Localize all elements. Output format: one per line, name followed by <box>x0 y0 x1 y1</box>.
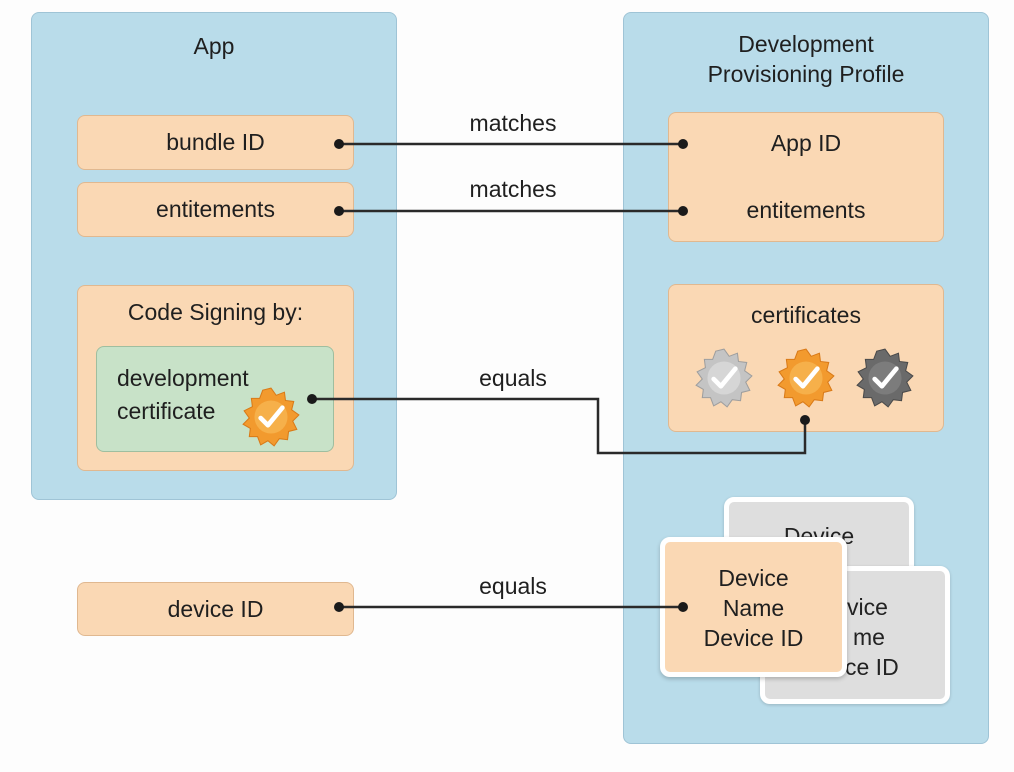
device-card-middle-line2: me <box>853 624 885 650</box>
development-certificate-line1: development <box>117 365 249 391</box>
bundle-id-label: bundle ID <box>166 129 265 156</box>
code-signing-title: Code Signing by: <box>127 299 304 325</box>
check-mark <box>711 366 738 389</box>
profile-title-line1: Development <box>738 31 874 57</box>
app-entitlements-box: entitements <box>77 182 354 237</box>
device-card-front-line2: Name <box>722 595 785 621</box>
matches-label-entitlements: matches <box>469 176 557 202</box>
device-card-middle-line3: ce ID <box>845 654 899 680</box>
bundle-id-box: bundle ID <box>77 115 354 170</box>
matches-label-bundle: matches <box>469 110 557 136</box>
app-panel-title: App <box>193 33 235 59</box>
app-entitlements-label: entitements <box>156 196 275 223</box>
app-id-box <box>668 112 944 242</box>
equals-label-certificate: equals <box>479 365 547 391</box>
profile-entitlements-label: entitements <box>746 197 866 223</box>
development-certificate-box <box>96 346 334 452</box>
device-card-front: Device Name Device ID <box>660 537 847 677</box>
equals-label-device: equals <box>479 573 547 599</box>
device-card-front-line3: Device ID <box>703 625 804 651</box>
certificates-title: certificates <box>751 302 861 328</box>
silver-certificate-icon <box>695 348 753 408</box>
app-id-label: App ID <box>770 130 842 156</box>
orange-certificate-icon <box>242 387 300 447</box>
dark-certificate-icon <box>856 348 914 408</box>
check-mark <box>793 366 820 389</box>
device-card-front-line1: Device <box>718 565 789 591</box>
profile-title-line2: Provisioning Profile <box>707 61 905 87</box>
device-id-box: device ID <box>77 582 354 636</box>
device-id-label: device ID <box>167 595 264 622</box>
check-mark <box>258 405 285 428</box>
orange-certificate-icon <box>777 348 835 408</box>
check-mark <box>872 366 899 389</box>
development-certificate-line2: certificate <box>117 398 216 424</box>
device-card-middle-line1: vice <box>847 594 888 620</box>
